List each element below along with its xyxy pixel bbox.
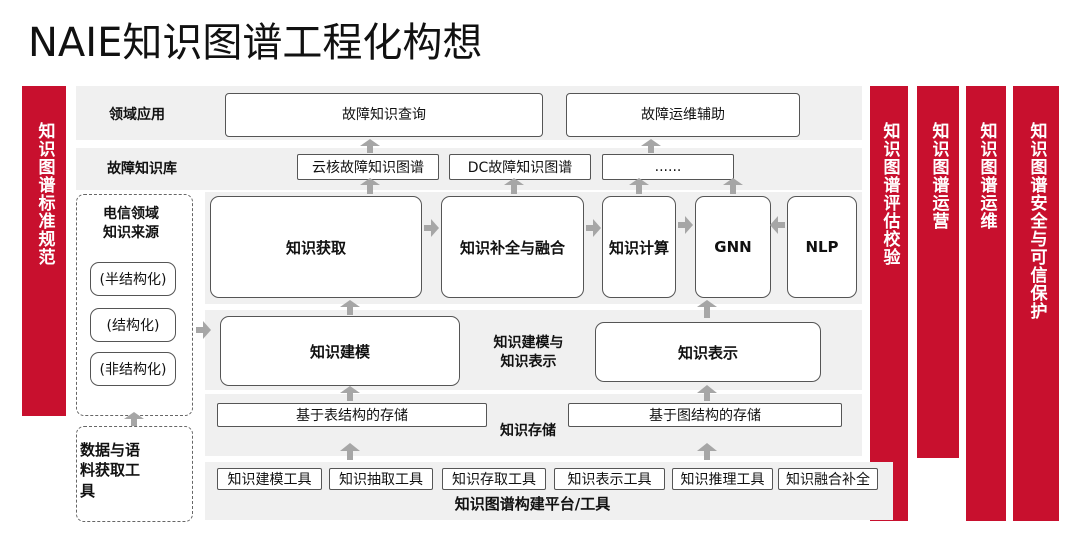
tool-modeling[interactable]: 知识建模工具 <box>217 468 322 490</box>
more-kg-box: ...... <box>602 154 734 180</box>
platform-label: 知识图谱构建平台/工具 <box>454 495 611 513</box>
knowledge-representation-box: 知识表示 <box>595 322 821 382</box>
tool-representation[interactable]: 知识表示工具 <box>554 468 665 490</box>
evaluation-bar-label: 知识图谱评估校验 <box>879 122 900 266</box>
modeling-representation-label: 知识建模与 知识表示 <box>493 335 564 370</box>
knowledge-modeling-box: 知识建模 <box>220 316 460 386</box>
source-semi-structured: (半结构化) <box>90 262 176 296</box>
tool-reasoning[interactable]: 知识推理工具 <box>672 468 773 490</box>
operations-bar: 知识图谱运营 <box>917 86 959 458</box>
tool-extraction[interactable]: 知识抽取工具 <box>329 468 433 490</box>
dc-fault-kg-box: DC故障知识图谱 <box>449 154 591 180</box>
table-storage-box: 基于表结构的存储 <box>217 403 487 427</box>
source-unstructured: (非结构化) <box>90 352 176 386</box>
evaluation-bar: 知识图谱评估校验 <box>870 86 908 521</box>
data-acquisition-panel <box>76 426 193 522</box>
storage-label: 知识存储 <box>500 423 556 439</box>
source-structured: (结构化) <box>90 308 176 342</box>
standards-bar-label: 知识图谱标准规范 <box>34 122 55 266</box>
knowledge-sources-title: 电信领域 知识来源 <box>103 206 159 241</box>
security-bar: 知识图谱安全与可信保护 <box>1013 86 1059 521</box>
knowledge-computation-box: 知识计算 <box>602 196 676 298</box>
cloud-core-fault-kg-box: 云核故障知识图谱 <box>297 154 439 180</box>
nlp-box: NLP <box>787 196 857 298</box>
knowledge-acquisition-box: 知识获取 <box>210 196 422 298</box>
fault-ops-assist-box: 故障运维辅助 <box>566 93 800 137</box>
security-bar-label: 知识图谱安全与可信保护 <box>1026 122 1047 320</box>
operations-bar-label: 知识图谱运营 <box>928 122 949 230</box>
data-acquisition-label: 数据与语 料获取工 具 <box>80 441 141 500</box>
maintenance-bar: 知识图谱运维 <box>966 86 1006 521</box>
tool-storage[interactable]: 知识存取工具 <box>442 468 546 490</box>
gnn-box: GNN <box>695 196 771 298</box>
knowledge-completion-box: 知识补全与融合 <box>441 196 584 298</box>
maintenance-bar-label: 知识图谱运维 <box>976 122 997 230</box>
standards-bar: 知识图谱标准规范 <box>22 86 66 416</box>
page-title: NAIE知识图谱工程化构想 <box>28 20 483 66</box>
tool-fusion-completion[interactable]: 知识融合补全 <box>778 468 878 490</box>
fault-kb-label: 故障知识库 <box>107 161 177 177</box>
fault-knowledge-query-box: 故障知识查询 <box>225 93 543 137</box>
domain-app-label: 领域应用 <box>109 107 165 123</box>
graph-storage-box: 基于图结构的存储 <box>568 403 842 427</box>
